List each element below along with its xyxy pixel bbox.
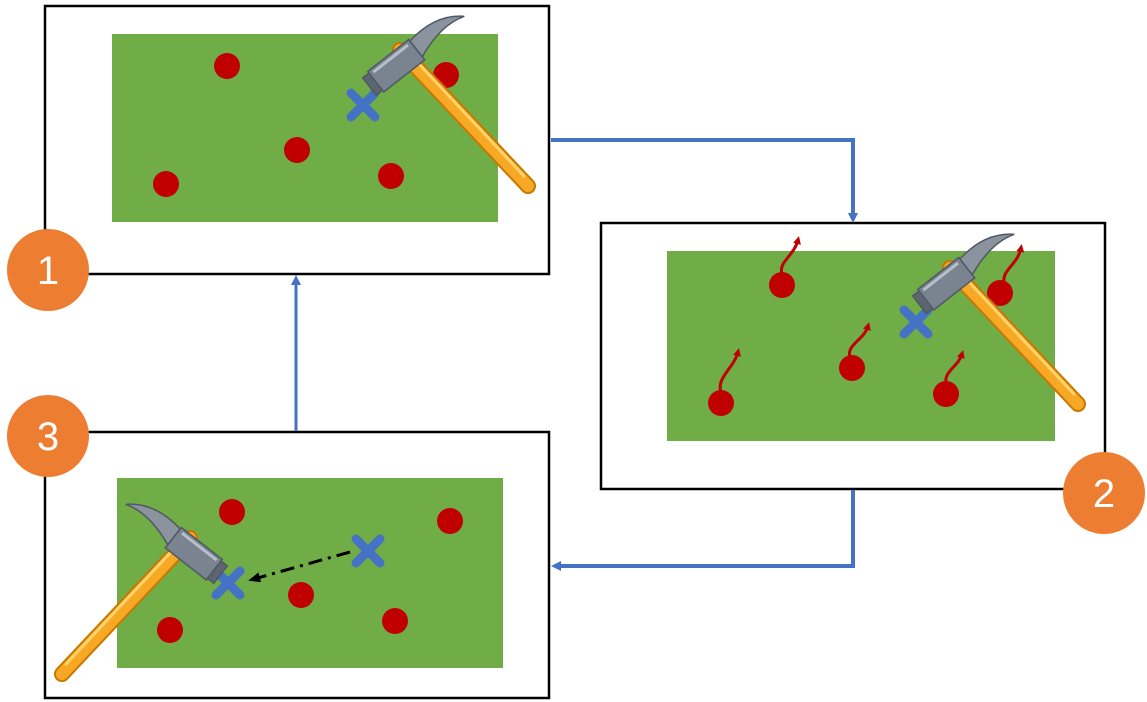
- panel-3: [43, 430, 551, 700]
- motion-arrow-icon: [847, 322, 871, 358]
- dot-icon: [933, 381, 959, 407]
- dot-icon: [288, 582, 314, 608]
- motion-arrow-icon: [1002, 244, 1025, 283]
- move-arrow: [248, 550, 351, 583]
- connector-2-to-3: [551, 490, 855, 571]
- panel-1: [43, 4, 551, 276]
- dot-icon: [839, 355, 865, 381]
- dot-icon: [214, 53, 240, 79]
- dot-icon: [437, 508, 463, 534]
- dot-icon: [157, 617, 183, 643]
- dot-icon: [769, 272, 795, 298]
- motion-arrow-icon: [718, 348, 741, 393]
- step-badge-2: 2: [1063, 452, 1145, 534]
- motion-arrow-icon: [779, 236, 801, 275]
- dot-icon: [378, 163, 404, 189]
- step-badge-3: 3: [7, 395, 89, 477]
- dot-icon: [153, 171, 179, 197]
- panel-2: [599, 222, 1107, 491]
- step-number: 1: [37, 249, 59, 293]
- dot-icon: [219, 499, 245, 525]
- connector-1-to-2: [551, 138, 858, 223]
- motion-arrow-icon: [944, 350, 965, 384]
- dot-icon: [708, 390, 734, 416]
- dot-icon: [382, 608, 408, 634]
- step-badge-1: 1: [7, 229, 89, 311]
- dot-icon: [987, 280, 1013, 306]
- dot-icon: [284, 137, 310, 163]
- step-number: 2: [1093, 472, 1115, 516]
- step-number: 3: [37, 415, 59, 459]
